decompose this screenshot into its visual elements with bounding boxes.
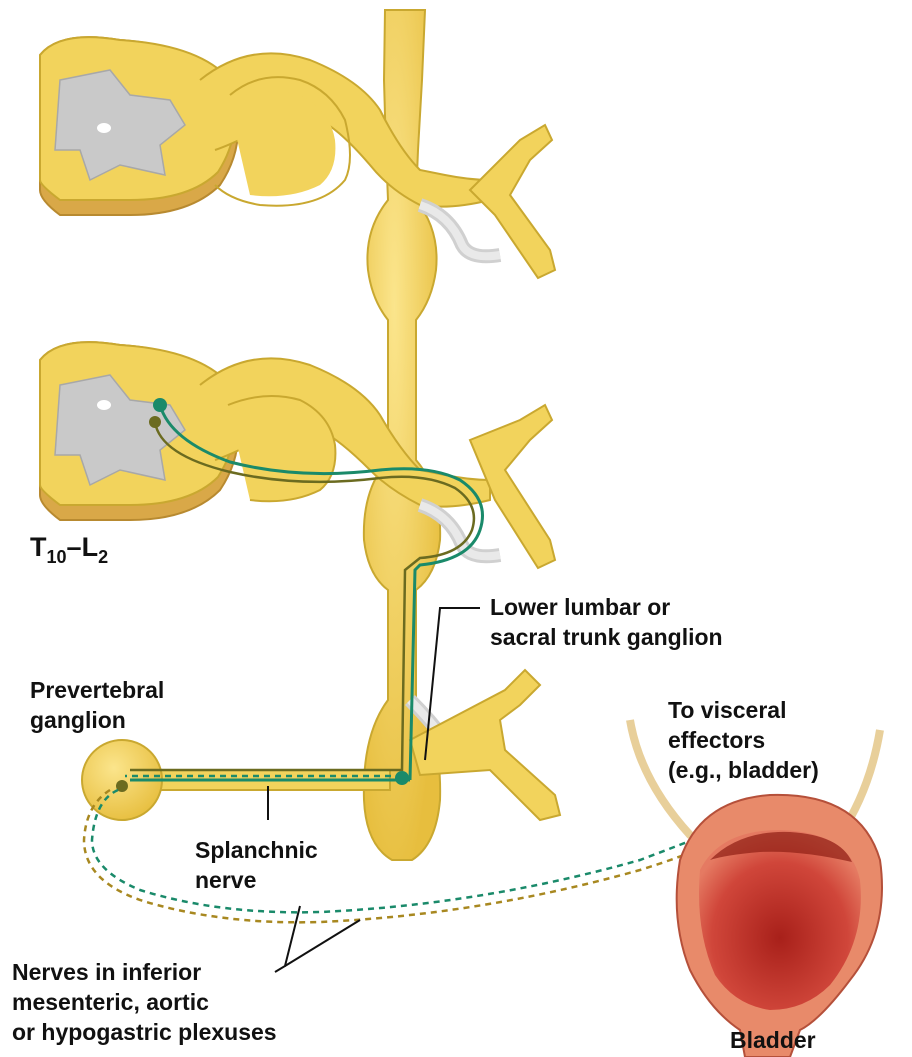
splanchnic-label: Splanchnic nerve: [195, 837, 324, 893]
prevertebral-label: Prevertebral ganglion: [30, 677, 171, 733]
plexus-label: Nerves in inferior mesenteric, aortic or…: [12, 959, 277, 1045]
effectors-label: To visceral effectors (e.g., bladder): [668, 697, 819, 783]
segment-label: T10–L2: [30, 532, 108, 567]
spinal-cord-segment-upper: [40, 37, 555, 278]
bladder-label: Bladder: [730, 1027, 816, 1053]
trunk-ganglion-label: Lower lumbar or sacral trunk ganglion: [490, 594, 723, 650]
